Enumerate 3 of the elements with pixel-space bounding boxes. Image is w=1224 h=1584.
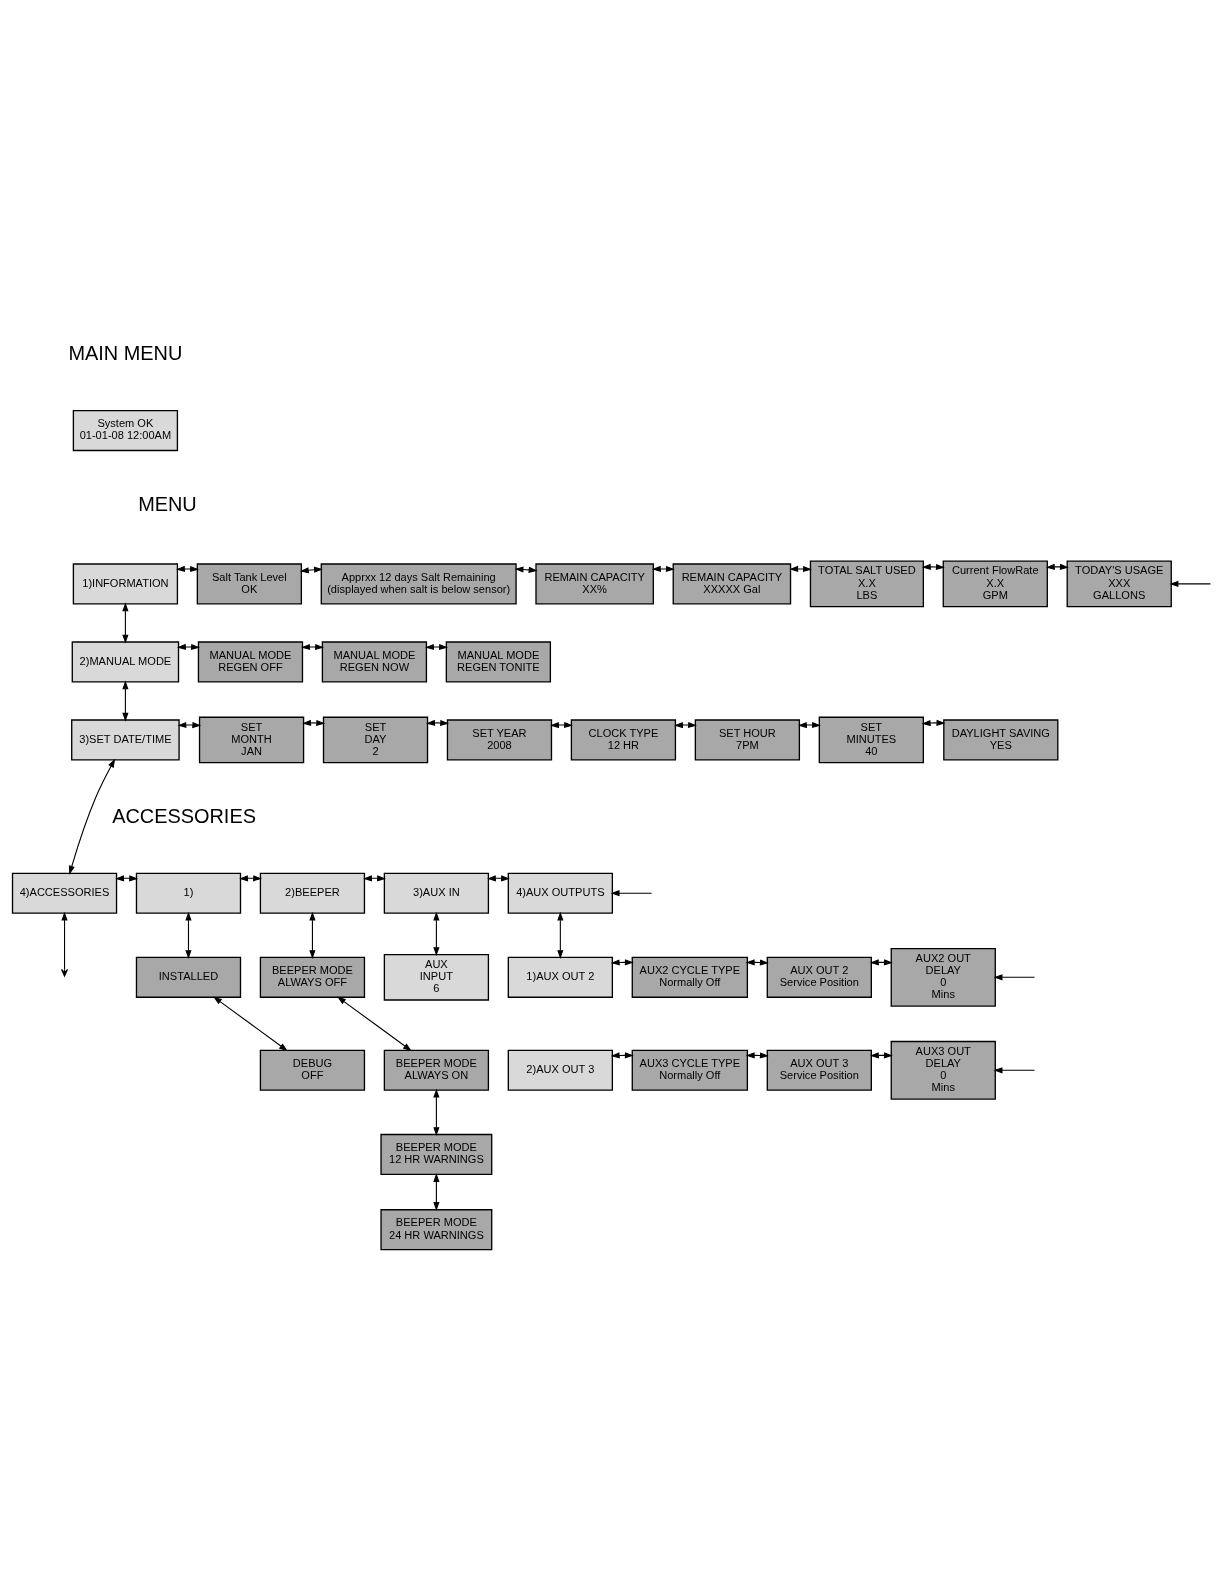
label: MENU — [138, 492, 197, 515]
label: ACCESSORIES — [112, 804, 256, 827]
label: MAIN MENU — [68, 341, 183, 364]
